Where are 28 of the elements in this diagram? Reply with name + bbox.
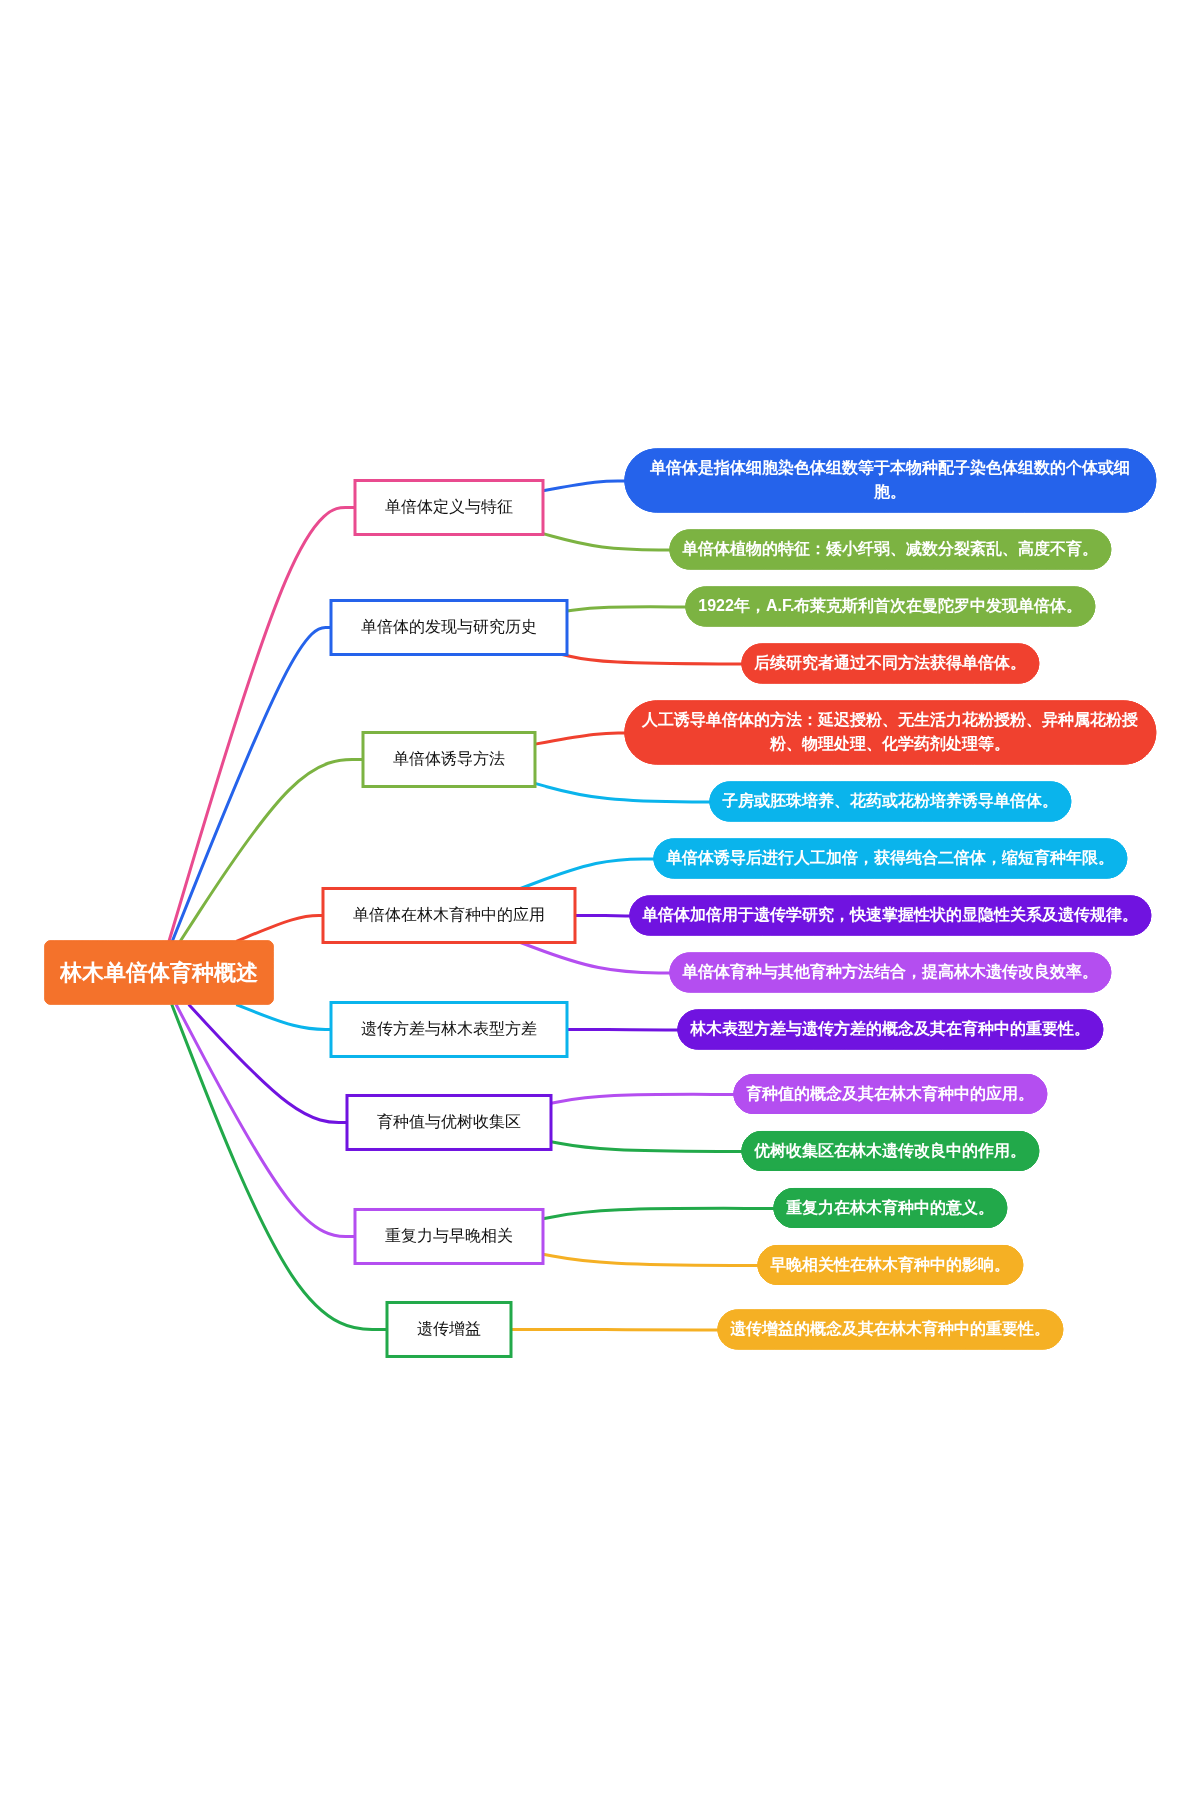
connector bbox=[566, 605, 687, 613]
connector bbox=[542, 1207, 775, 1221]
node-box: 单倍体诱导方法 bbox=[361, 731, 537, 789]
connector bbox=[550, 1140, 743, 1154]
connector bbox=[542, 532, 671, 552]
connector bbox=[178, 758, 363, 943]
connector bbox=[566, 1028, 679, 1032]
connector bbox=[167, 506, 355, 943]
connector bbox=[574, 914, 631, 918]
connector bbox=[170, 1004, 387, 1332]
connector bbox=[550, 1093, 735, 1105]
node-box: 单倍体在林木育种中的应用 bbox=[321, 887, 577, 945]
connector bbox=[170, 626, 331, 943]
connector bbox=[542, 479, 626, 493]
connector bbox=[510, 1328, 719, 1332]
node-box: 遗传增益 bbox=[385, 1301, 513, 1359]
node-box: 遗传方差与林木表型方差 bbox=[329, 1001, 569, 1059]
connector bbox=[561, 653, 743, 666]
node-box: 单倍体定义与特征 bbox=[353, 479, 545, 537]
node-box: 单倍体的发现与研究历史 bbox=[329, 599, 569, 657]
node-box: 育种值与优树收集区 bbox=[345, 1094, 553, 1152]
connector bbox=[534, 782, 711, 804]
connector bbox=[534, 731, 626, 746]
connector bbox=[174, 1004, 355, 1239]
connector bbox=[187, 1003, 347, 1125]
connector bbox=[235, 1003, 331, 1032]
connector bbox=[542, 1253, 759, 1268]
node-box: 重复力与早晚相关 bbox=[353, 1208, 545, 1266]
